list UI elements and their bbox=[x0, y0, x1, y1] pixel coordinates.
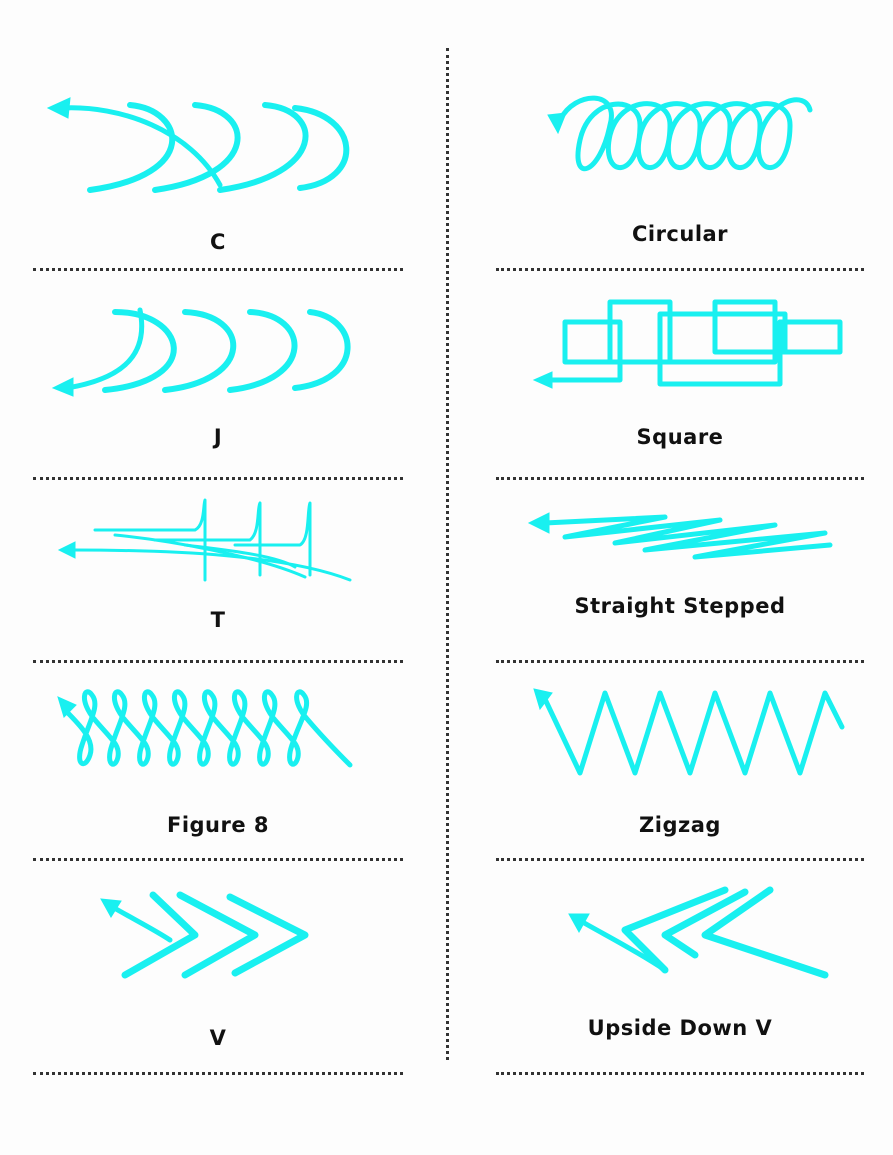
label-square: Square bbox=[636, 425, 724, 449]
straight-stepped-pattern-icon bbox=[527, 512, 833, 560]
label-j: J bbox=[213, 425, 223, 449]
label-zigzag: Zigzag bbox=[639, 813, 721, 837]
square-pattern-icon bbox=[532, 299, 843, 389]
c-pattern-icon bbox=[46, 97, 350, 193]
t-pattern-icon bbox=[57, 498, 352, 582]
vertical-divider bbox=[446, 48, 449, 1060]
label-v: V bbox=[209, 1026, 227, 1050]
divider-v bbox=[33, 1072, 403, 1075]
label-circular: Circular bbox=[631, 222, 729, 246]
label-figure-8: Figure 8 bbox=[166, 813, 270, 837]
j-pattern-icon bbox=[51, 307, 351, 397]
divider-circular bbox=[496, 268, 864, 271]
divider-straight-stepped bbox=[496, 660, 864, 663]
divider-upside-down-v bbox=[496, 1072, 864, 1075]
label-t: T bbox=[210, 608, 226, 632]
label-straight-stepped: Straight Stepped bbox=[574, 594, 786, 618]
divider-c bbox=[33, 268, 403, 271]
divider-j bbox=[33, 477, 403, 480]
zigzag-pattern-icon bbox=[533, 688, 845, 776]
divider-square bbox=[496, 477, 864, 480]
figure-8-pattern-icon bbox=[57, 689, 353, 768]
label-upside-down-v: Upside Down V bbox=[587, 1016, 773, 1040]
upside-down-v-pattern-icon bbox=[568, 886, 829, 979]
circular-pattern-icon bbox=[547, 95, 813, 172]
divider-t bbox=[33, 660, 403, 663]
v-pattern-icon bbox=[100, 891, 309, 979]
divider-zigzag bbox=[496, 858, 864, 861]
divider-figure-8 bbox=[33, 858, 403, 861]
label-c: C bbox=[210, 230, 226, 254]
